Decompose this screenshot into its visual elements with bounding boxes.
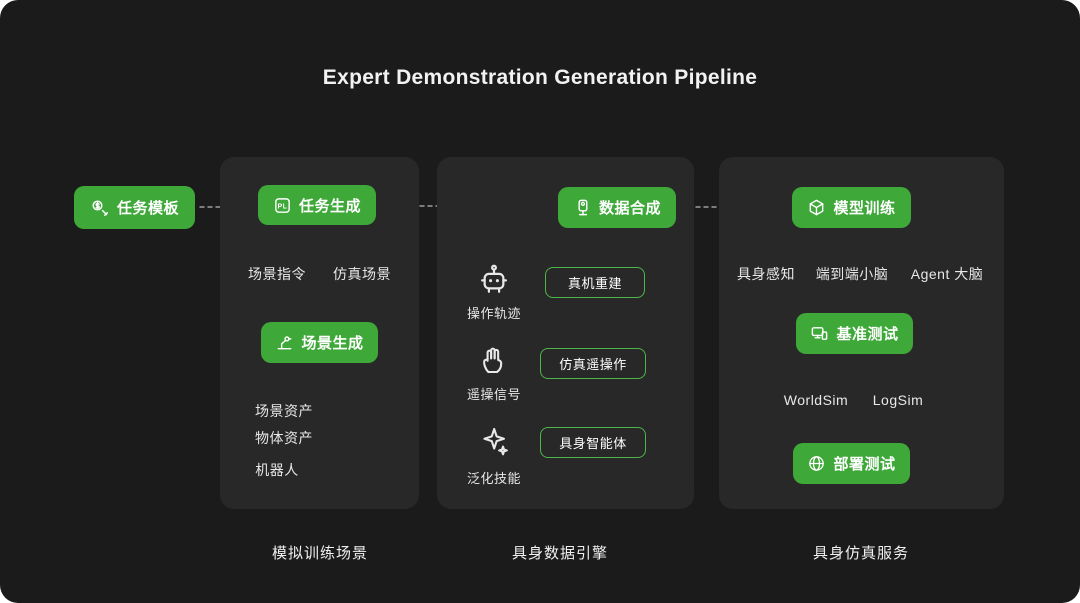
node-label: 数据合成 (598, 200, 661, 217)
node-label: 任务生成 (298, 197, 361, 215)
label-logsim: LogSim (872, 392, 924, 408)
glove-icon (478, 342, 510, 378)
label-embodied-perception: 具身感知 (737, 266, 795, 282)
label-operation-trajectory: 操作轨迹 (466, 306, 522, 321)
caption-embodied-data-engine: 具身数据引擎 (511, 545, 609, 562)
devices-icon (812, 327, 828, 340)
robot-arm-icon (278, 336, 292, 350)
node-scene-generation[interactable]: 场景生成 (261, 322, 378, 363)
node-benchmark-test[interactable]: 基准测试 (796, 313, 913, 354)
node-label: 部署测试 (833, 456, 896, 473)
node-task-generation[interactable]: PL 任务生成 (258, 185, 376, 225)
caption-embodied-sim-service: 具身仿真服务 (812, 545, 910, 562)
label-object-assets: 物体资产 (255, 430, 313, 446)
node-label: 任务模板 (116, 200, 179, 217)
label-teleop-signal: 遥操信号 (466, 387, 522, 402)
money-tools-icon (92, 199, 108, 216)
label-scene-assets: 场景资产 (255, 403, 313, 419)
node-deployment-test[interactable]: 部署测试 (793, 443, 910, 484)
node-task-template[interactable]: 任务模板 (74, 186, 195, 229)
pl-badge-icon: PL (275, 197, 290, 213)
node-real-machine-reconstruction[interactable]: 真机重建 (545, 267, 645, 298)
label-robot-asset: 机器人 (255, 462, 299, 478)
svg-text:PL: PL (277, 202, 287, 210)
label-agent-brain: Agent 大脑 (910, 266, 984, 282)
label-scene-instruction: 场景指令 (248, 266, 306, 282)
robot-icon (477, 260, 511, 298)
globe-icon (809, 456, 825, 471)
label-end-to-end-cerebellum: 端到端小脑 (815, 266, 889, 282)
node-model-training[interactable]: 模型训练 (792, 187, 911, 228)
node-embodied-agent[interactable]: 具身智能体 (540, 427, 646, 458)
node-label: 基准测试 (836, 326, 899, 343)
caption-simulation-training-scene: 模拟训练场景 (271, 545, 369, 562)
skill-sparkle-icon (479, 424, 511, 458)
label-sim-scene: 仿真场景 (333, 266, 391, 282)
node-label: 模型训练 (833, 200, 896, 217)
cube-icon (810, 199, 824, 216)
label-generalized-skill: 泛化技能 (466, 471, 522, 486)
label-worldsim: WorldSim (783, 392, 849, 408)
node-sim-teleoperation[interactable]: 仿真遥操作 (540, 348, 646, 379)
page-title: Expert Demonstration Generation Pipeline (322, 66, 758, 89)
vlog-camera-icon (578, 199, 588, 216)
node-label: 场景生成 (301, 335, 364, 352)
node-data-synthesis[interactable]: 数据合成 (558, 187, 676, 228)
